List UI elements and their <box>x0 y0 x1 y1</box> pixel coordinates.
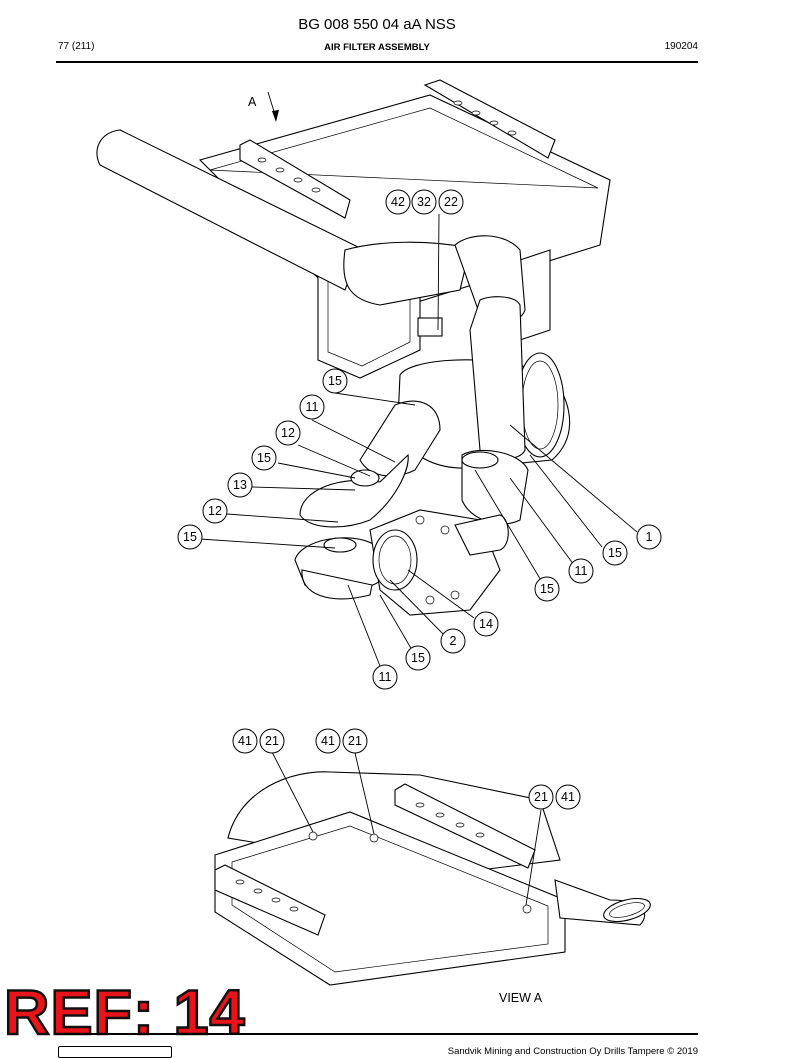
view-a-label: VIEW A <box>499 991 543 1005</box>
callout-15: 15 <box>405 645 431 671</box>
svg-text:12: 12 <box>208 504 222 518</box>
svg-text:41: 41 <box>561 790 575 804</box>
svg-text:12: 12 <box>281 426 295 440</box>
svg-text:14: 14 <box>479 617 493 631</box>
svg-text:15: 15 <box>183 530 197 544</box>
svg-text:11: 11 <box>306 400 319 414</box>
svg-text:13: 13 <box>233 478 247 492</box>
svg-text:41: 41 <box>321 734 335 748</box>
document-date: 190204 <box>664 41 698 52</box>
header-rule <box>56 61 698 63</box>
svg-text:15: 15 <box>411 651 425 665</box>
svg-text:1: 1 <box>646 530 653 544</box>
callout-41: 41 <box>232 728 258 754</box>
air-filter-housing <box>397 296 571 469</box>
svg-text:15: 15 <box>328 374 342 388</box>
svg-text:15: 15 <box>608 546 622 560</box>
callout-32: 32 <box>411 189 437 215</box>
svg-text:15: 15 <box>540 582 554 596</box>
view-arrow: A <box>248 91 279 122</box>
svg-text:15: 15 <box>257 451 271 465</box>
callout-15: 15 <box>251 445 277 471</box>
sandvik-logo <box>58 1046 172 1058</box>
callout-15: 15 <box>534 576 560 602</box>
page-number: 77 (211) <box>58 41 95 52</box>
svg-text:21: 21 <box>534 790 548 804</box>
view-arrow-label: A <box>248 95 257 109</box>
view-a-slot-holes <box>235 802 485 912</box>
callout-41: 41 <box>315 728 341 754</box>
callout-42: 42 <box>385 189 411 215</box>
callout-15: 15 <box>602 540 628 566</box>
turbo-coupling <box>369 509 509 616</box>
callout-12: 12 <box>202 498 228 524</box>
callout-11: 11 <box>372 664 398 690</box>
svg-text:2: 2 <box>450 634 457 648</box>
svg-text:22: 22 <box>444 195 458 209</box>
view-a-frame <box>214 771 651 986</box>
svg-text:32: 32 <box>417 195 431 209</box>
callout-21: 21 <box>259 728 285 754</box>
footer-copyright: Sandvik Mining and Construction Oy Drill… <box>447 1046 698 1057</box>
svg-text:42: 42 <box>391 195 405 209</box>
ref-stamp: REF: 14 <box>3 978 246 1048</box>
footer-rule <box>56 1033 698 1035</box>
callout-15: 15 <box>177 524 203 550</box>
callout-13: 13 <box>227 472 253 498</box>
callout-2: 2 <box>440 628 466 654</box>
page-title: AIR FILTER ASSEMBLY <box>324 42 430 53</box>
callout-15: 15 <box>322 368 348 394</box>
view-a-leaders <box>271 751 542 906</box>
callout-21: 21 <box>528 784 554 810</box>
callout-1: 1 <box>636 524 662 550</box>
callout-14: 14 <box>473 611 499 637</box>
svg-text:21: 21 <box>348 734 362 748</box>
svg-text:11: 11 <box>575 564 588 578</box>
callout-11: 11 <box>299 394 325 420</box>
slot-holes <box>257 100 517 193</box>
hose-elbows <box>294 400 529 600</box>
callout-22: 22 <box>438 189 464 215</box>
callout-12: 12 <box>275 420 301 446</box>
document-code: BG 008 550 04 aA NSS <box>298 16 456 33</box>
svg-text:21: 21 <box>265 734 279 748</box>
leader-lines <box>199 213 638 667</box>
callout-21: 21 <box>342 728 368 754</box>
svg-text:41: 41 <box>238 734 252 748</box>
svg-text:11: 11 <box>379 670 392 684</box>
callout-11: 11 <box>568 558 594 584</box>
callout-41: 41 <box>555 784 581 810</box>
